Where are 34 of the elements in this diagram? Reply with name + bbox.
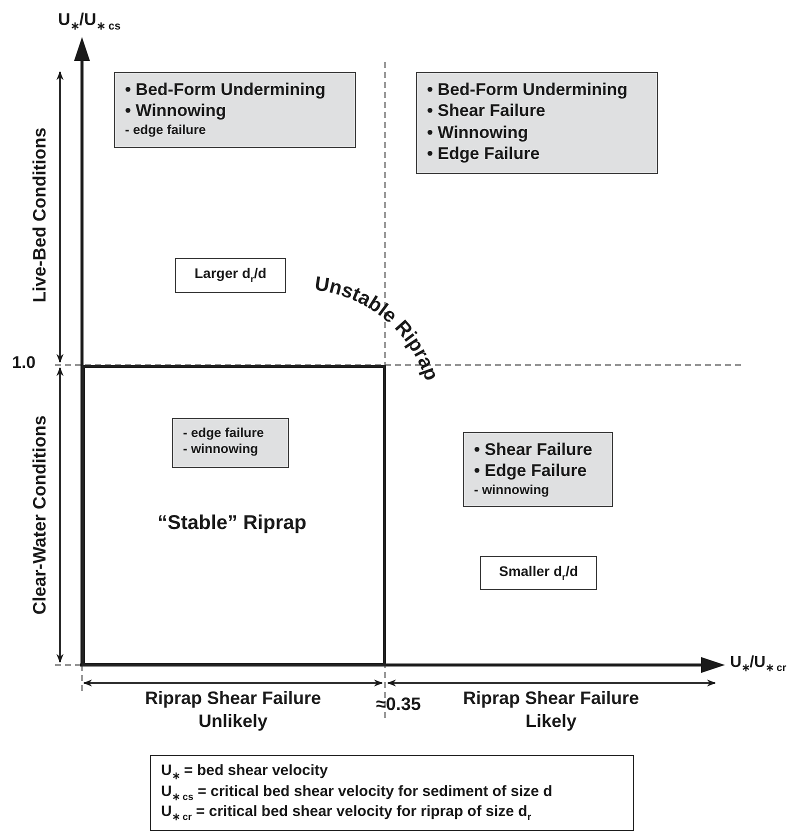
box-text: Larger d$_{r}$/d <box>194 265 266 286</box>
axis-title: U$_{∗}$/U$_{∗ cs}$ <box>58 10 121 32</box>
box-text: • Bed-Form Undermining <box>427 79 629 100</box>
box-text: • Shear Failure <box>474 439 594 460</box>
ratio-box <box>175 258 286 293</box>
box-text: - winnowing <box>474 482 550 498</box>
definition-text: U$_{∗ cr}$ = critical bed shear velocity for riprap of size d$_{r}$ <box>161 803 532 824</box>
region-label: “Stable” Riprap <box>156 511 308 536</box>
stable-region-outline <box>82 365 386 666</box>
box-text: - edge failure <box>125 122 207 138</box>
box-text: • Winnowing <box>427 122 530 143</box>
box-text: • Edge Failure <box>474 460 588 482</box>
box-text: • Bed-Form Undermining <box>125 79 327 100</box>
mechanism-box <box>114 72 356 148</box>
axis-title: U$_{∗}$/U$_{∗ cr}$ <box>730 654 786 674</box>
tick-label: ≈0.35 <box>376 694 421 715</box>
mechanism-box <box>463 432 613 507</box>
box-text: Smaller d$_{r}$/d <box>498 562 578 584</box>
range-label: Riprap Shear Failure Unlikely <box>144 687 322 734</box>
ratio-box <box>480 556 597 590</box>
box-text: - winnowing <box>183 441 260 458</box>
box-text: • Edge Failure <box>427 142 541 164</box>
axis-range-label: Live-Bed Conditions <box>30 128 50 302</box>
definition-text: U$_{∗}$ = bed shear velocity <box>161 762 329 783</box>
box-text: - edge failure <box>183 425 265 442</box>
box-text: • Winnowing <box>125 100 228 122</box>
definitions-box <box>150 755 634 831</box>
range-label: Riprap Shear Failure Likely <box>462 687 640 734</box>
box-text: • Shear Failure <box>427 100 546 122</box>
mechanism-box <box>172 418 289 468</box>
tick-label: 1.0 <box>12 353 36 373</box>
mechanism-box <box>416 72 658 174</box>
axis-range-label: Clear-Water Conditions <box>30 415 50 615</box>
definition-text: U$_{∗ cs}$ = critical bed shear velocity for sediment of size d <box>161 782 554 804</box>
